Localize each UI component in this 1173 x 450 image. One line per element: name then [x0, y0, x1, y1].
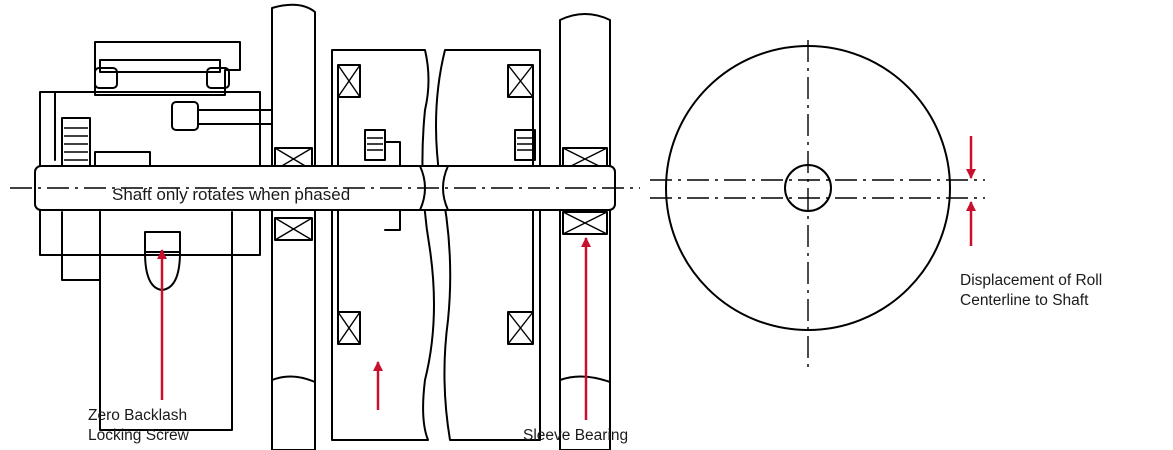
- shaft-label: Shaft only rotates when phased: [112, 185, 350, 204]
- displacement-label-line1: Displacement of Roll: [960, 272, 1102, 289]
- frame-plate-left: [271, 3, 316, 450]
- locking-screw-label-line2: Locking Screw: [88, 427, 190, 444]
- roll-sleeve-right: [435, 49, 541, 441]
- displacement-label-line2: Centerline to Shaft: [960, 292, 1089, 309]
- roll-end-view: [650, 40, 985, 368]
- shaft: [10, 165, 640, 211]
- frame-plate-right: [559, 13, 611, 450]
- locking-screw-label-line1: Zero Backlash: [88, 407, 187, 424]
- sleeve-bearing-label: Sleeve Bearing: [523, 427, 628, 444]
- roll-sleeve: [331, 49, 435, 441]
